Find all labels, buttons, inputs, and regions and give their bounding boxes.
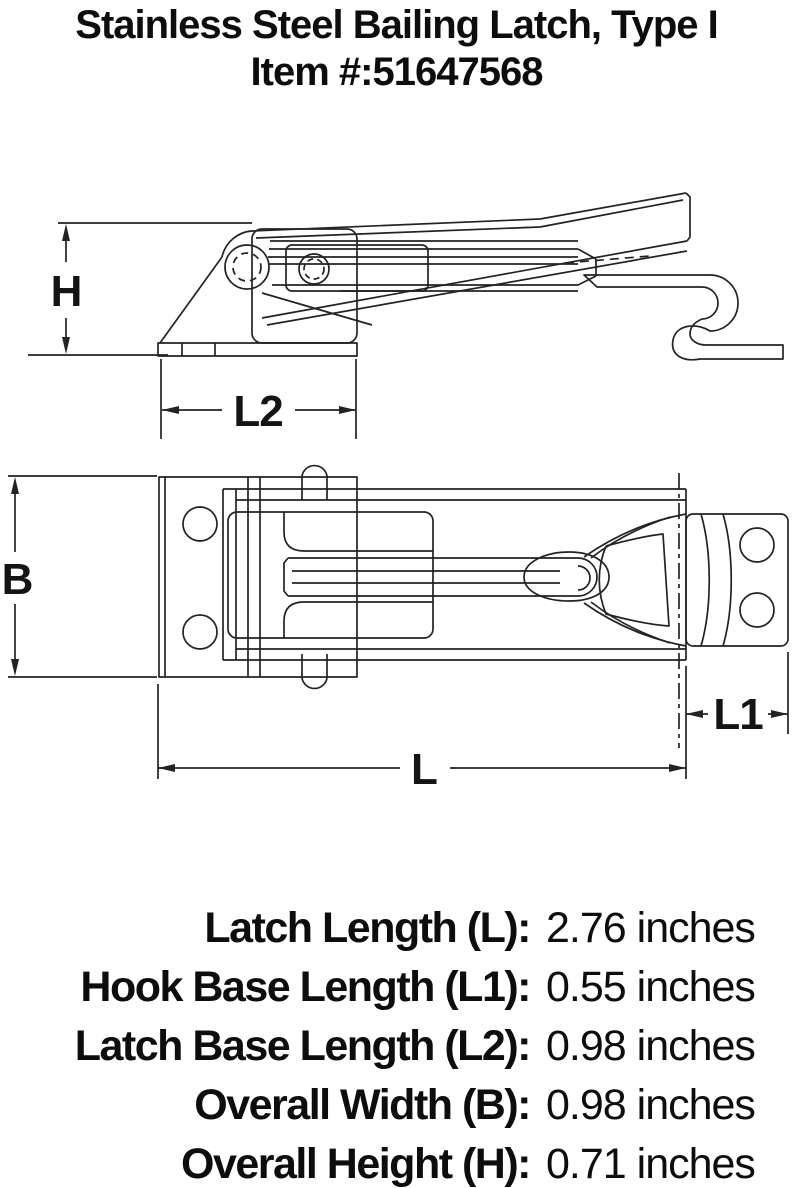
spec-label: Overall Height (H): bbox=[181, 1140, 532, 1188]
spec-row-latch-length: Latch Length (L): 2.76 inches bbox=[0, 899, 793, 958]
spec-value: 0.98 inches bbox=[546, 1081, 756, 1129]
title-block: Stainless Steel Bailing Latch, Type I It… bbox=[0, 2, 793, 96]
side-hook bbox=[583, 274, 784, 361]
dimension-l: L bbox=[157, 666, 687, 794]
spec-value: 0.55 inches bbox=[546, 963, 756, 1011]
top-view-drawing: B L L1 bbox=[2, 464, 789, 794]
spec-value: 2.76 inches bbox=[546, 904, 756, 952]
spec-label: Overall Width (B): bbox=[194, 1081, 531, 1129]
spec-label: Latch Length (L): bbox=[204, 904, 531, 952]
spec-value: 0.71 inches bbox=[546, 1140, 756, 1188]
spec-label: Latch Base Length (L2): bbox=[74, 1022, 532, 1070]
dim-label-l: L bbox=[411, 745, 437, 794]
mount-hole bbox=[182, 614, 218, 650]
dim-label-l2: L2 bbox=[233, 387, 282, 436]
spec-row-overall-height: Overall Height (H): 0.71 inches bbox=[0, 1135, 793, 1188]
spec-row-overall-width: Overall Width (B): 0.98 inches bbox=[0, 1076, 793, 1135]
spec-row-latch-base-length: Latch Base Length (L2): 0.98 inches bbox=[0, 1017, 793, 1076]
side-view-drawing: H L2 bbox=[28, 192, 784, 439]
top-base-plate bbox=[158, 476, 358, 678]
spec-row-hook-base-length: Hook Base Length (L1): 0.55 inches bbox=[0, 958, 793, 1017]
page-title: Stainless Steel Bailing Latch, Type I bbox=[75, 3, 718, 47]
item-number: Item #:51647568 bbox=[250, 50, 544, 94]
dim-label-l1: L1 bbox=[713, 690, 763, 739]
side-base-plate bbox=[157, 342, 358, 357]
dim-label-b: B bbox=[2, 555, 33, 604]
dimension-l2: L2 bbox=[160, 359, 357, 439]
latch-body bbox=[251, 228, 358, 344]
spec-value: 0.98 inches bbox=[546, 1022, 756, 1070]
pivot-circle bbox=[224, 244, 270, 290]
hook-hole bbox=[739, 592, 775, 628]
dim-label-h: H bbox=[51, 267, 82, 316]
hook-plate bbox=[685, 513, 789, 647]
mount-hole bbox=[182, 506, 218, 542]
technical-drawing: H L2 bbox=[2, 192, 789, 794]
dimension-h: H bbox=[28, 222, 252, 356]
specs-table: Latch Length (L): 2.76 inches Hook Base … bbox=[0, 899, 793, 1188]
hook-hole bbox=[739, 527, 775, 563]
dimension-b: B bbox=[2, 475, 157, 678]
bolt-circle bbox=[298, 253, 330, 285]
spec-label: Hook Base Length (L1): bbox=[80, 963, 531, 1011]
dimension-l1: L1 bbox=[686, 652, 789, 739]
